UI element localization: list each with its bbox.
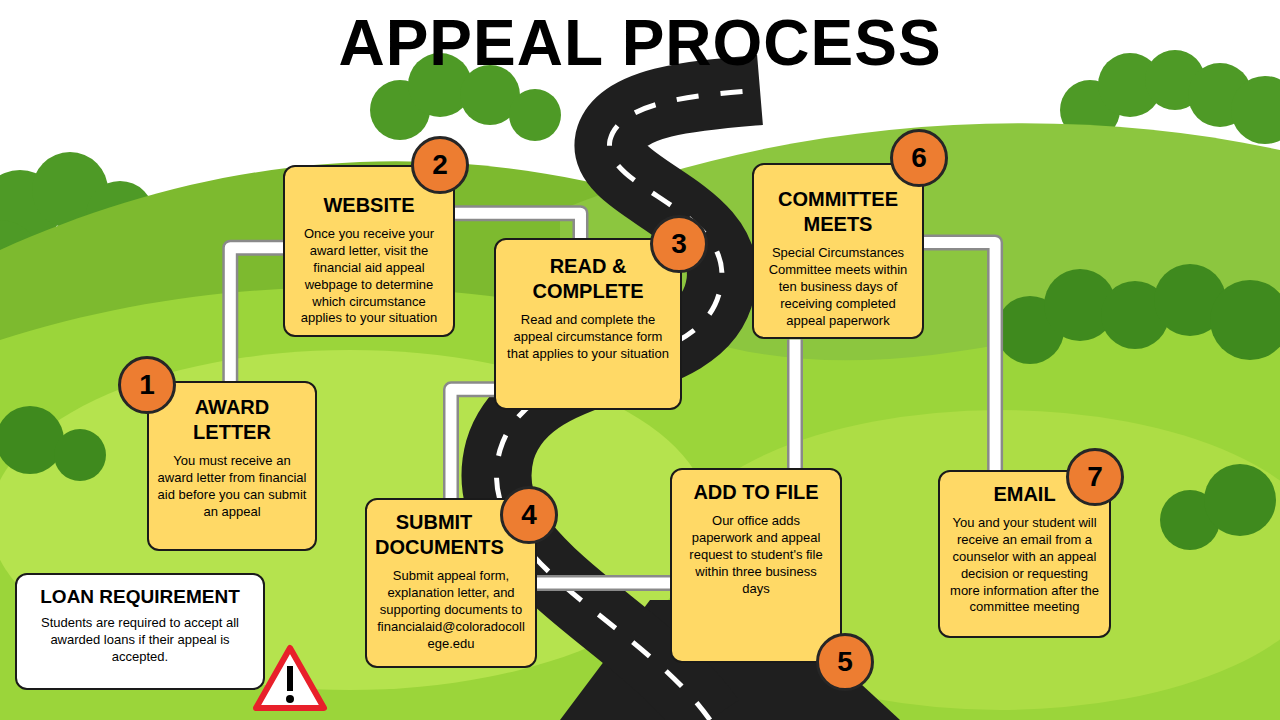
callout-number: 5 bbox=[837, 648, 853, 676]
connector-fill bbox=[451, 389, 494, 498]
callout-number: 4 bbox=[521, 501, 537, 529]
connector-fill bbox=[455, 213, 580, 238]
step-description: You and your student will receive an ema… bbox=[948, 515, 1101, 616]
diagram-title: APPEAL PROCESS bbox=[0, 6, 1280, 80]
step-number-circle: 1 bbox=[118, 356, 176, 414]
path-connector bbox=[924, 242, 995, 470]
step-number-circle: 5 bbox=[816, 633, 874, 691]
step-number-circle: 4 bbox=[500, 486, 558, 544]
step-description: Submit appeal form, explanation letter, … bbox=[375, 568, 527, 652]
connector-outline bbox=[787, 339, 803, 468]
path-connector bbox=[230, 248, 283, 381]
connector-fill bbox=[790, 339, 801, 468]
path-connector bbox=[455, 213, 580, 238]
step-number-circle: 3 bbox=[650, 215, 708, 273]
step-number-circle: 2 bbox=[411, 136, 469, 194]
step-number-circle: 6 bbox=[890, 129, 948, 187]
connector-outline bbox=[537, 575, 670, 591]
connector-outline bbox=[230, 248, 283, 381]
step-description: Our office adds paperwork and appeal req… bbox=[680, 513, 832, 597]
step-description: Read and complete the appeal circumstanc… bbox=[504, 312, 672, 363]
step-box: EMAILYou and your student will receive a… bbox=[938, 470, 1111, 638]
callout-number: 2 bbox=[432, 151, 448, 179]
path-connector bbox=[537, 583, 670, 584]
connector-fill bbox=[537, 578, 670, 589]
callout-number: 1 bbox=[139, 371, 155, 399]
step-description: Special Circumstances Committee meets wi… bbox=[762, 245, 914, 329]
step-box: AWARD LETTER You must receive an award le… bbox=[147, 381, 317, 551]
note-box: LOAN REQUIREMENT Students are required to… bbox=[15, 573, 265, 690]
step-heading: LOAN REQUIREMENT bbox=[27, 585, 253, 609]
path-connector bbox=[795, 339, 796, 468]
connector-fill bbox=[230, 248, 283, 381]
step-box: SUBMIT DOCUMENTSSubmit appeal form, expl… bbox=[365, 498, 537, 668]
connector-outline bbox=[924, 242, 995, 470]
step-box: WEBSITE Once you receive your award lette… bbox=[283, 165, 455, 337]
step-heading: COMMITTEE MEETS bbox=[762, 187, 914, 237]
step-description: You must receive an award letter from fi… bbox=[157, 453, 307, 521]
callout-number: 3 bbox=[671, 230, 687, 258]
step-box: ADD TO FILE Our office adds paperwork and… bbox=[670, 468, 842, 663]
path-connector bbox=[451, 389, 494, 498]
step-box: READ & COMPLETE Read and complete the app… bbox=[494, 238, 682, 410]
connector-fill bbox=[924, 242, 995, 470]
step-description: Students are required to accept all awar… bbox=[27, 615, 253, 666]
step-heading: AWARD LETTER bbox=[157, 395, 307, 445]
connector-outline bbox=[455, 213, 580, 238]
step-heading: READ & COMPLETE bbox=[504, 254, 672, 304]
step-heading: ADD TO FILE bbox=[680, 480, 832, 505]
callout-number: 7 bbox=[1087, 463, 1103, 491]
connector-outline bbox=[451, 389, 494, 498]
step-description: Once you receive your award letter, visi… bbox=[293, 226, 445, 327]
step-box: COMMITTEE MEETS Special Circumstances Com… bbox=[752, 163, 924, 339]
step-number-circle: 7 bbox=[1066, 448, 1124, 506]
callout-number: 6 bbox=[911, 144, 927, 172]
step-heading: WEBSITE bbox=[293, 193, 445, 218]
